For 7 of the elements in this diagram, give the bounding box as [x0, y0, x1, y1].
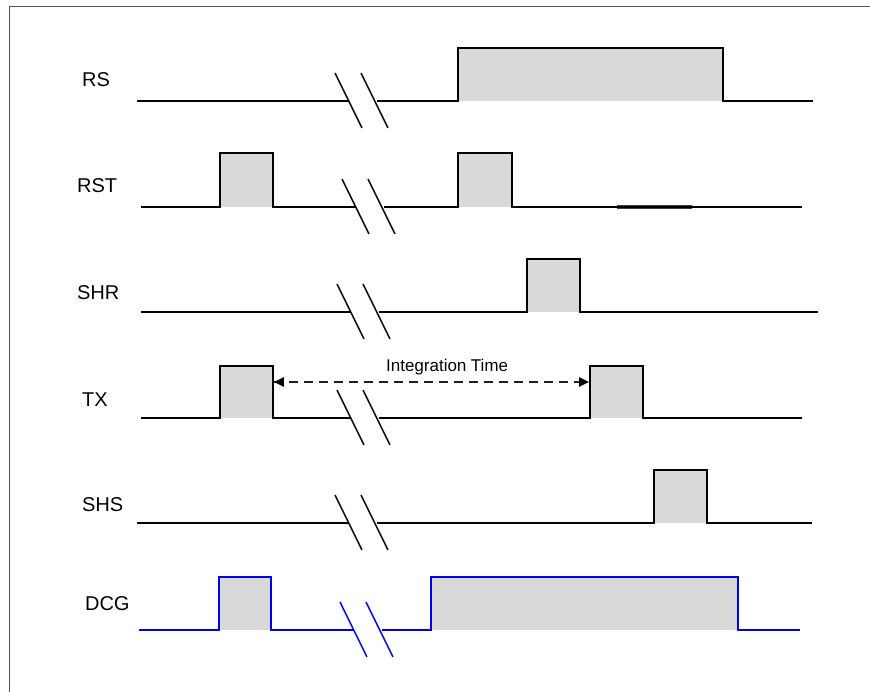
signal-label: RST	[77, 176, 117, 196]
signal-label: RS	[82, 70, 110, 90]
signal-label: TX	[82, 390, 108, 410]
dimension-label: Integration Time	[386, 357, 508, 374]
signal-label: DCG	[85, 594, 130, 614]
signal-label: SHS	[82, 495, 124, 515]
signal-label: SHR	[77, 283, 120, 303]
